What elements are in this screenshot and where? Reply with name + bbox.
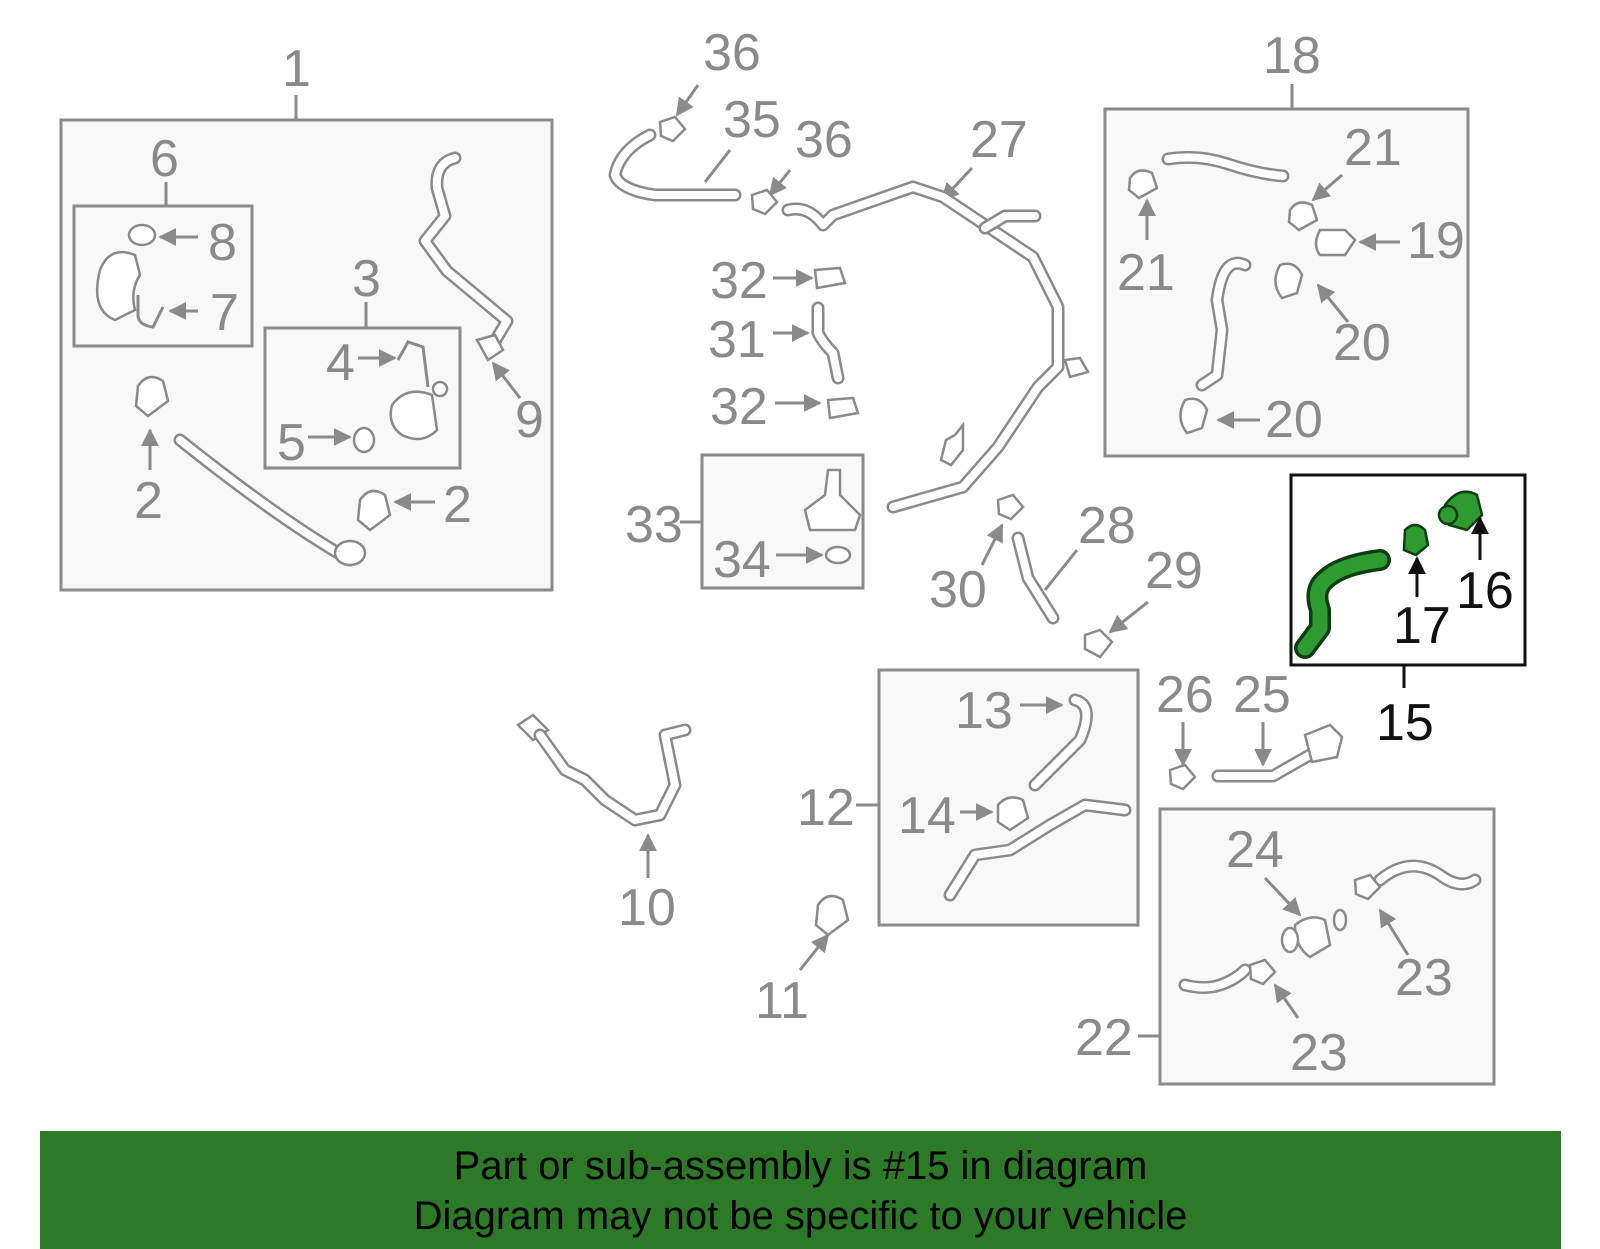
banner-line-1: Part or sub-assembly is #15 in diagram [453, 1144, 1148, 1188]
o-ring-part-5 [352, 426, 376, 454]
clamp-part-32b [826, 396, 860, 420]
callout-8: 8 [208, 214, 237, 272]
callout-18: 18 [1263, 27, 1321, 85]
callout-3: 3 [352, 250, 381, 308]
callout-4: 4 [326, 334, 355, 392]
callout-36b: 36 [795, 111, 853, 169]
clamp-part-36b [750, 188, 779, 216]
callout-31: 31 [708, 311, 766, 369]
callout-17: 17 [1393, 597, 1451, 655]
callout-14: 14 [898, 787, 956, 845]
callout-20a: 20 [1333, 314, 1391, 372]
callout-34: 34 [713, 531, 771, 589]
gasket-part-4 [396, 340, 430, 388]
assembly-33-group: 33 34 [625, 453, 865, 590]
clamp-part-14 [996, 796, 1030, 832]
clamp-part-17 [1402, 523, 1430, 557]
clamp-part-23a [1353, 873, 1382, 901]
callout-22: 22 [1075, 1009, 1133, 1067]
housing-part-3 [389, 390, 439, 441]
callout-28: 28 [1078, 497, 1136, 555]
assembly-15-group: 17 16 15 [1289, 473, 1527, 752]
clamp-part-30 [996, 493, 1025, 521]
clamp-group-11: 11 [755, 894, 850, 1030]
callout-2b: 2 [443, 476, 472, 534]
callout-11: 11 [755, 972, 809, 1030]
callout-33: 33 [625, 496, 683, 554]
callout-23a: 23 [1395, 949, 1453, 1007]
clamp-part-29 [1083, 628, 1114, 659]
callout-10: 10 [618, 879, 676, 937]
fitting-part-19 [1314, 228, 1357, 257]
callout-16: 16 [1456, 562, 1514, 620]
housing-part-6 [95, 250, 142, 322]
hose-group-27-35-36: 36 35 36 27 [608, 24, 1090, 514]
clamp-part-2a [134, 375, 170, 418]
callout-32b: 32 [710, 378, 768, 436]
callout-2a: 2 [134, 472, 163, 530]
callout-13: 13 [955, 682, 1013, 740]
o-ring-part-8 [127, 223, 157, 247]
callout-1: 1 [282, 40, 311, 98]
callout-32a: 32 [710, 252, 768, 310]
callout-7: 7 [210, 284, 239, 342]
hose-group-10: 10 [516, 713, 692, 937]
fitting-part-33 [803, 468, 862, 532]
assembly-12-group: 12 13 14 [797, 668, 1140, 927]
callout-21b: 21 [1344, 119, 1402, 177]
callout-36a: 36 [703, 24, 761, 82]
clamp-part-9 [475, 333, 505, 362]
clamp-part-20a [1274, 262, 1304, 300]
callout-29: 29 [1145, 542, 1203, 600]
clamp-part-21a [1127, 169, 1159, 200]
callout-12: 12 [797, 779, 855, 837]
assembly-22-group: 22 24 23 23 [1075, 807, 1496, 1086]
clamp-part-21b [1287, 201, 1319, 232]
callout-25: 25 [1233, 666, 1291, 724]
hose-group-31-32: 32 31 32 [708, 252, 860, 436]
clamp-part-23b [1248, 958, 1277, 986]
info-banner: Part or sub-assembly is #15 in diagram D… [40, 1131, 1561, 1249]
callout-15: 15 [1376, 694, 1434, 752]
parts-diagram: 1 6 8 7 3 4 5 9 2 [59, 24, 1527, 1086]
callout-19: 19 [1407, 212, 1465, 270]
callout-5: 5 [277, 414, 306, 472]
clamp-part-11 [814, 894, 850, 937]
callout-20b: 20 [1265, 391, 1323, 449]
callout-35: 35 [723, 91, 781, 149]
callout-24: 24 [1226, 821, 1284, 879]
callout-9: 9 [515, 391, 544, 449]
assembly-18-group: 18 21 21 19 20 20 [1103, 27, 1470, 458]
assembly-1-group: 1 6 8 7 3 4 5 9 2 [59, 40, 554, 592]
callout-27: 27 [970, 111, 1028, 169]
clamp-part-36a [658, 115, 687, 143]
o-ring-part-34 [824, 545, 852, 565]
clamp-part-26 [1168, 763, 1197, 791]
clamp-part-32a [813, 266, 847, 290]
callout-23b: 23 [1290, 1024, 1348, 1082]
hose-group-28-29-30: 30 28 29 [929, 493, 1203, 659]
banner-line-2: Diagram may not be specific to your vehi… [413, 1194, 1188, 1238]
callout-26: 26 [1156, 666, 1214, 724]
callout-6: 6 [150, 130, 179, 188]
clamp-part-20b [1179, 397, 1209, 435]
callout-30: 30 [929, 561, 987, 619]
gasket-part-7 [136, 295, 165, 329]
clamp-part-2b [356, 489, 392, 532]
callout-21a: 21 [1117, 244, 1175, 302]
hose-group-25-26: 26 25 [1156, 666, 1344, 791]
